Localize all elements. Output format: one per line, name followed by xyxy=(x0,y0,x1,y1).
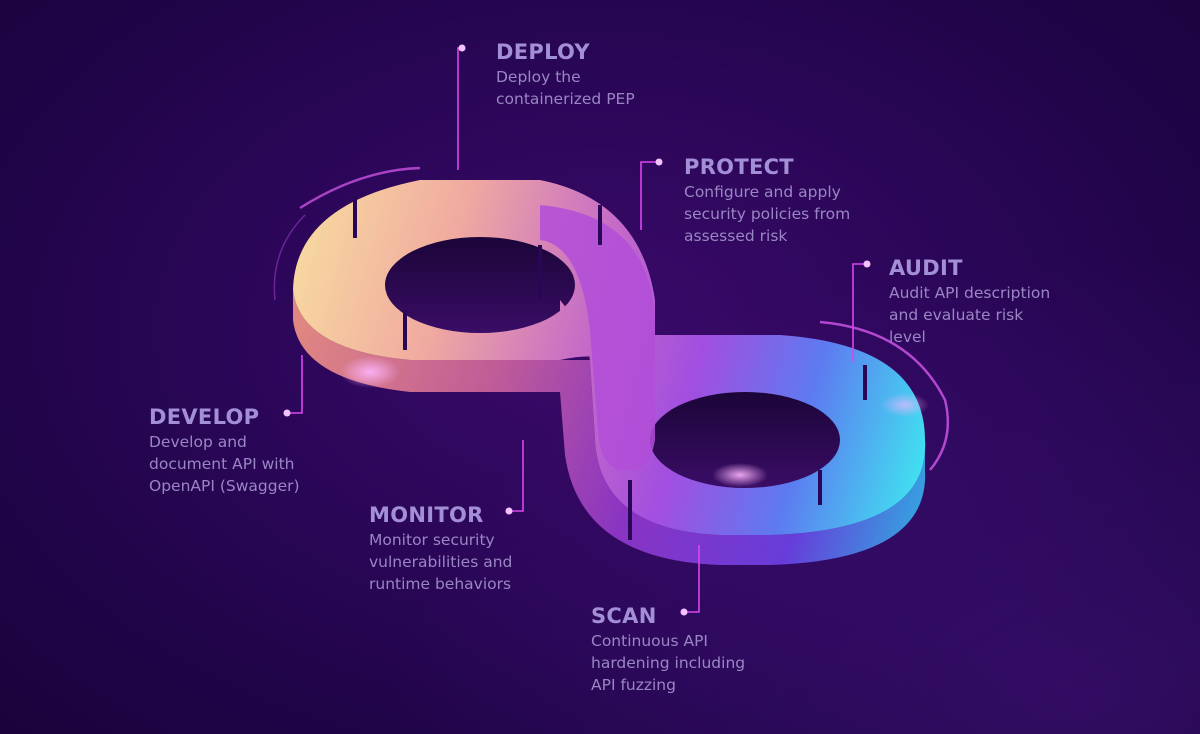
stage-audit: AUDIT Audit API description and evaluate… xyxy=(889,256,1050,348)
stage-scan: SCAN Continuous API hardening including … xyxy=(591,604,745,696)
connector-deploy xyxy=(457,47,460,170)
connector-scan xyxy=(684,545,700,613)
stage-description: Deploy the containerized PEP xyxy=(496,68,635,108)
stage-monitor: MONITOR Monitor security vulnerabilities… xyxy=(369,503,512,595)
crossing-band xyxy=(540,205,655,470)
dot-monitor xyxy=(505,507,513,515)
dot-audit xyxy=(863,260,871,268)
dot-protect xyxy=(655,158,663,166)
stage-title: PROTECT xyxy=(684,155,794,179)
connector-dots xyxy=(283,44,871,616)
stage-description: Configure and apply security policies fr… xyxy=(684,183,851,245)
connector-develop xyxy=(287,355,303,414)
connectors xyxy=(287,47,867,613)
connector-monitor xyxy=(509,440,524,512)
connector-audit xyxy=(852,263,867,362)
connector-protect xyxy=(640,161,659,230)
segment-notches xyxy=(353,195,867,540)
stage-description: Monitor security vulnerabilities and run… xyxy=(369,531,513,593)
left-ring-hole xyxy=(385,237,575,333)
dot-develop xyxy=(283,409,291,417)
stage-develop: DEVELOP Develop and document API with Op… xyxy=(149,405,300,497)
dot-scan xyxy=(680,608,688,616)
stage-title: MONITOR xyxy=(369,503,484,527)
stage-title: AUDIT xyxy=(889,256,963,280)
glow-hotspots xyxy=(340,356,929,487)
stage-deploy: DEPLOY Deploy the containerized PEP xyxy=(496,40,635,110)
right-ring-hole xyxy=(650,392,840,488)
stage-description: Continuous API hardening including API f… xyxy=(591,632,746,694)
stage-description: Audit API description and evaluate risk … xyxy=(889,284,1051,346)
stage-protect: PROTECT Configure and apply security pol… xyxy=(684,155,850,247)
stage-title: DEVELOP xyxy=(149,405,260,429)
orbit-glow xyxy=(273,166,950,471)
dot-deploy xyxy=(458,44,466,52)
loop-sides xyxy=(293,290,926,565)
stage-title: SCAN xyxy=(591,604,657,628)
stage-description: Develop and document API with OpenAPI (S… xyxy=(149,433,300,495)
stage-title: DEPLOY xyxy=(496,40,590,64)
